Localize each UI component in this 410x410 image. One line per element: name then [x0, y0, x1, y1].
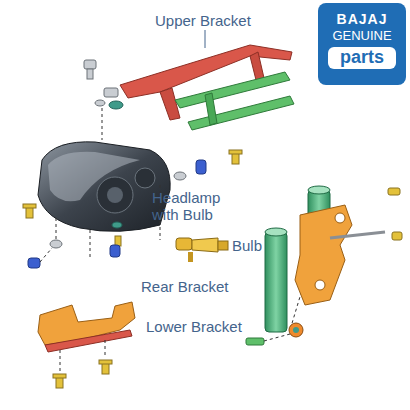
logo-word-box: parts [328, 47, 396, 69]
logo-badge: BAJAJGENUINE parts [318, 3, 406, 85]
part-label: Upper Bracket [155, 12, 251, 29]
part-label: Lower Bracket [146, 318, 242, 335]
part-label: Rear Bracket [141, 278, 229, 295]
logo-word: GENUINE [318, 28, 406, 44]
part-label: Headlamp with Bulb [152, 189, 247, 223]
part-label: Bulb [232, 237, 262, 254]
logo-word: BAJAJ [318, 11, 406, 28]
